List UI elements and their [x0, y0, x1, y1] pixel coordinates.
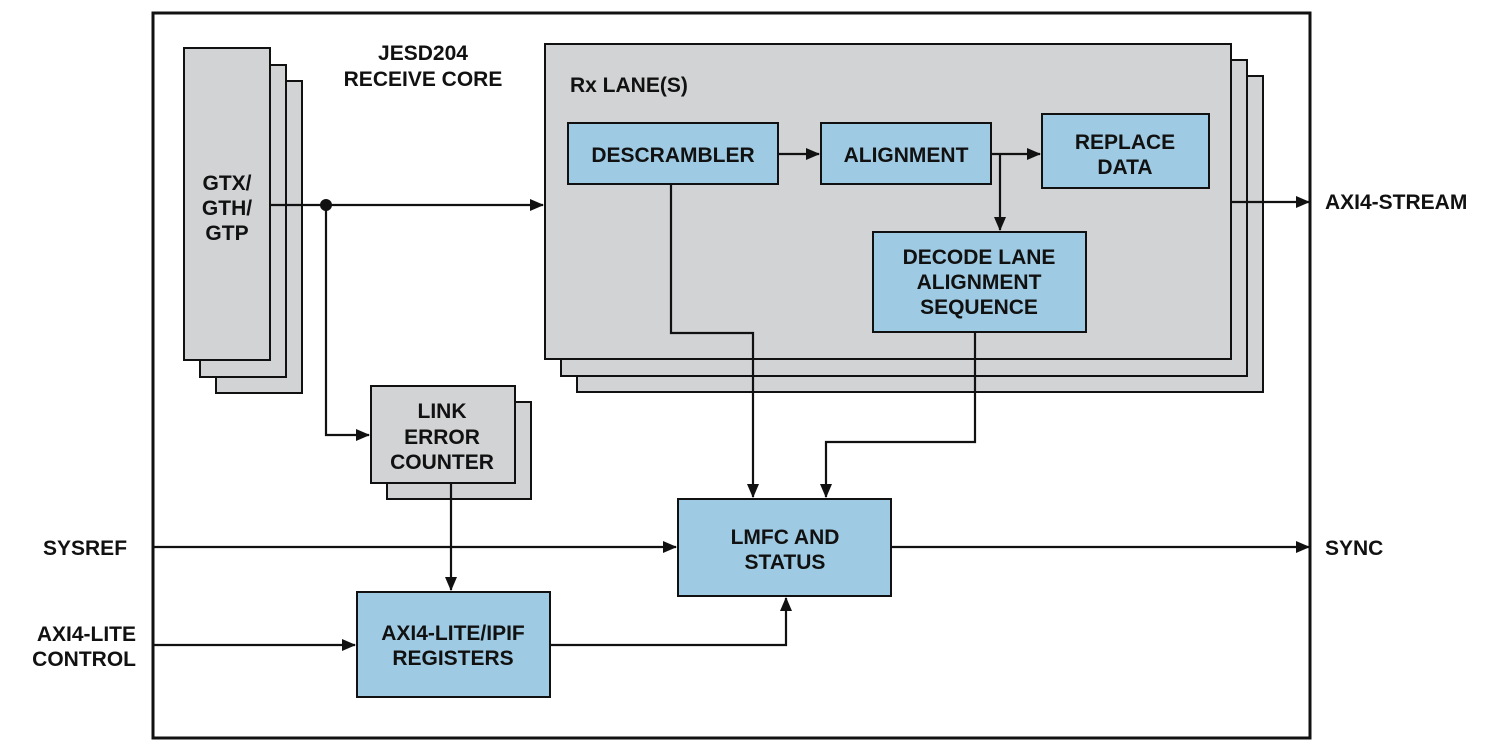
- arrow-registers-to-lmfc: [550, 597, 792, 647]
- replace-data-block: REPLACE DATA: [1041, 113, 1210, 189]
- decode-lane-line3: SEQUENCE: [920, 296, 1038, 319]
- arrow-descrambler-to-lmfc: [669, 184, 759, 498]
- core-title-line2: RECEIVE CORE: [344, 68, 503, 91]
- core-title-line1: JESD204: [378, 42, 468, 65]
- axi-control-label-line2: CONTROL: [32, 648, 136, 671]
- rx-lanes-label: Rx LANE(S): [570, 74, 688, 97]
- arrow-decode-lane-to-lmfc: [820, 332, 977, 498]
- link-error-counter-line3: COUNTER: [390, 451, 494, 474]
- arrow-to-link-error-counter: [324, 205, 370, 441]
- transceiver-label-line2: GTH/: [202, 197, 252, 220]
- replace-data-line1: REPLACE: [1075, 131, 1175, 154]
- sysref-label: SYSREF: [43, 537, 127, 560]
- lmfc-status-block: LMFC AND STATUS: [677, 498, 892, 597]
- decode-lane-block: DECODE LANE ALIGNMENT SEQUENCE: [872, 231, 1087, 333]
- alignment-label: ALIGNMENT: [844, 144, 969, 167]
- transceiver-label-line1: GTX/: [202, 172, 251, 195]
- axi-registers-line2: REGISTERS: [392, 647, 513, 670]
- descrambler-block: DESCRAMBLER: [567, 122, 779, 185]
- lmfc-status-line2: STATUS: [745, 551, 826, 574]
- axi-control-label-line1: AXI4-LITE: [37, 623, 136, 646]
- rx-lanes-stack: Rx LANE(S): [544, 43, 1264, 393]
- axi-registers-line1: AXI4-LITE/IPIF: [381, 622, 525, 645]
- transceiver-stack: GTX/ GTH/ GTP: [183, 47, 303, 394]
- link-error-counter-line1: LINK: [418, 400, 467, 423]
- replace-data-line2: DATA: [1097, 156, 1152, 179]
- axi4-stream-label: AXI4-STREAM: [1325, 191, 1467, 214]
- lmfc-status-line1: LMFC AND: [731, 526, 840, 549]
- axi-registers-block: AXI4-LITE/IPIF REGISTERS: [356, 591, 551, 698]
- decode-lane-line1: DECODE LANE: [903, 246, 1056, 269]
- sync-label: SYNC: [1325, 537, 1383, 560]
- link-error-counter-line2: ERROR: [404, 426, 480, 449]
- descrambler-label: DESCRAMBLER: [591, 144, 754, 167]
- alignment-block: ALIGNMENT: [820, 122, 992, 185]
- core-boundary: [151, 11, 1312, 740]
- decode-lane-line2: ALIGNMENT: [917, 271, 1042, 294]
- transceiver-label-line3: GTP: [205, 222, 248, 245]
- link-error-counter-stack: LINK ERROR COUNTER: [370, 385, 532, 500]
